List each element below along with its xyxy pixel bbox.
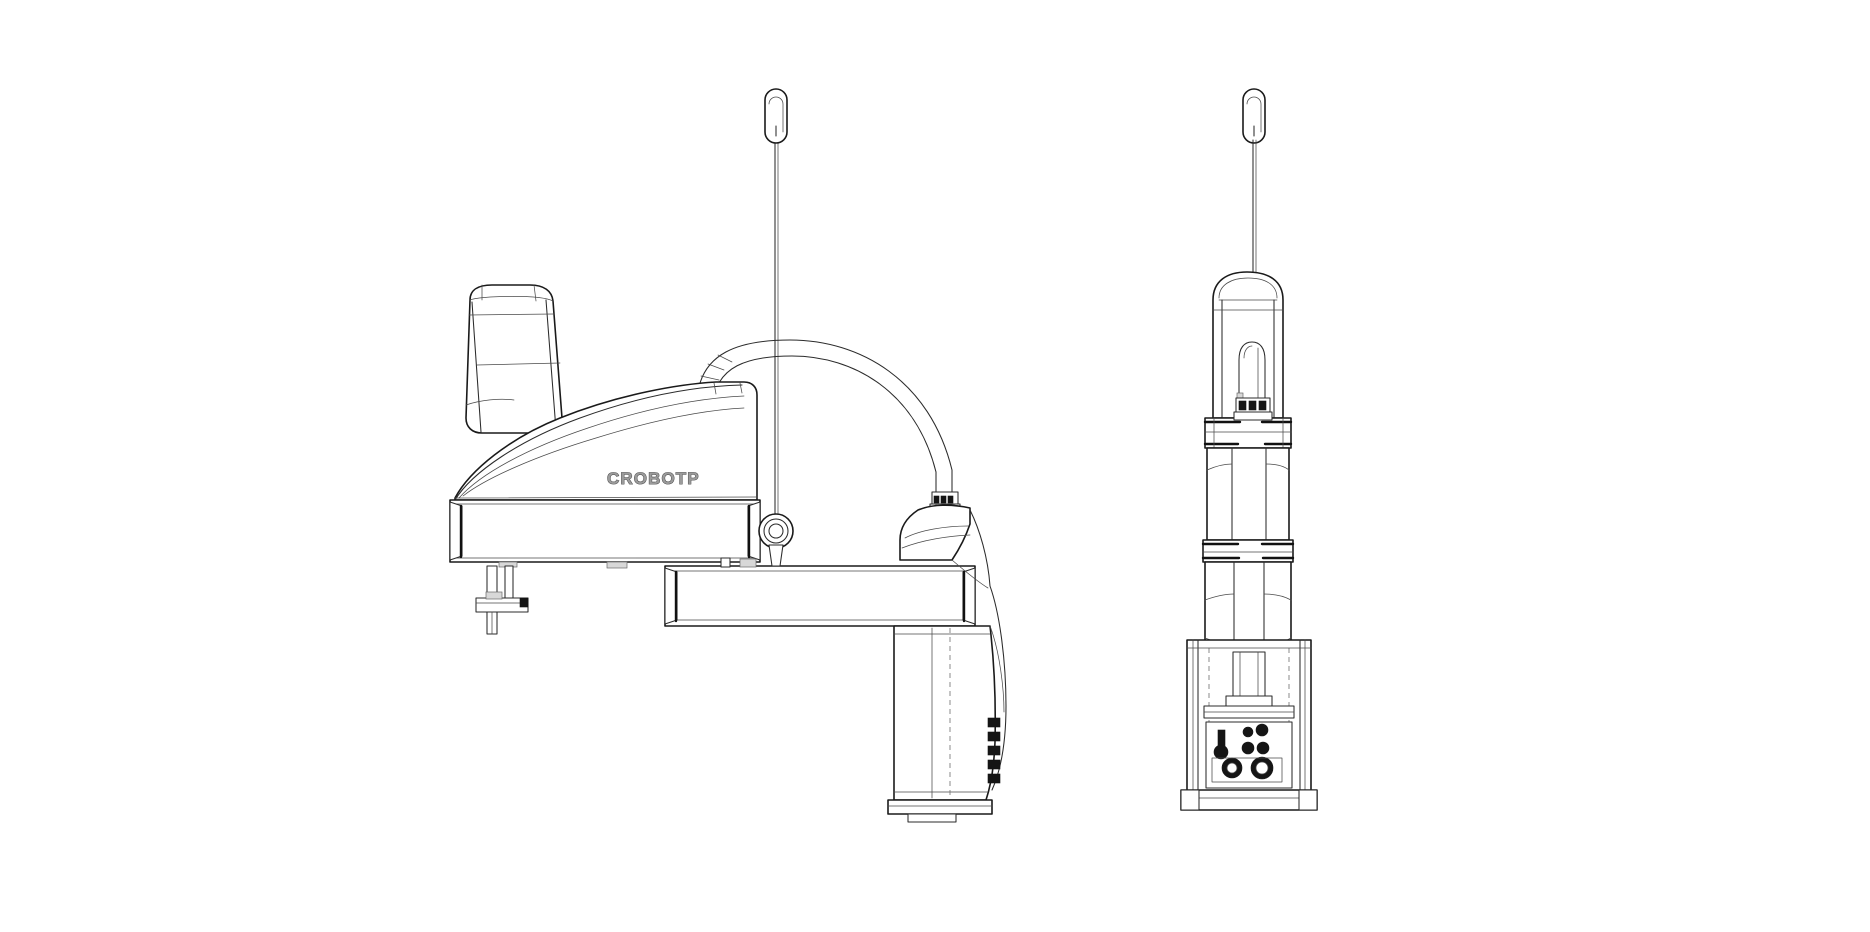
front-base-column-housing — [1186, 639, 1312, 807]
side-rear-cooling-fins — [987, 717, 1001, 784]
side-first-arm-lower-block — [449, 499, 761, 569]
side-upper-tower-cover — [465, 284, 563, 434]
side-base-column-upper-transition — [899, 504, 991, 589]
circular-connector-small-d — [1256, 741, 1270, 755]
side-view: CROBOTP — [449, 88, 1007, 823]
side-second-arm-link — [664, 557, 976, 627]
connector-port-panel — [1205, 721, 1293, 789]
front-lower-body — [1204, 561, 1292, 653]
brand-logo-side: CROBOTP — [607, 469, 700, 488]
front-view — [1180, 88, 1318, 811]
side-shaft-end-cap — [764, 88, 788, 144]
circular-connector-small-b — [1255, 723, 1269, 737]
front-shaft-end-cap — [1242, 88, 1266, 144]
circular-connector-small-a — [1242, 726, 1254, 738]
side-lower-shaft-assembly — [475, 565, 529, 635]
side-mounting-flange-base — [887, 799, 993, 823]
front-mounting-flange-base — [1180, 789, 1318, 811]
side-ball-screw-spline-shaft — [774, 139, 779, 531]
side-first-arm-upper-shell — [454, 381, 758, 501]
side-eyelet-bracket — [758, 513, 794, 567]
front-joint-collar-lower — [1201, 539, 1295, 563]
front-joint-collar-upper — [1203, 417, 1293, 449]
side-base-column-housing — [893, 585, 1007, 801]
rectangular-slot-port — [1217, 729, 1226, 748]
circular-connector-small-c — [1241, 741, 1255, 755]
